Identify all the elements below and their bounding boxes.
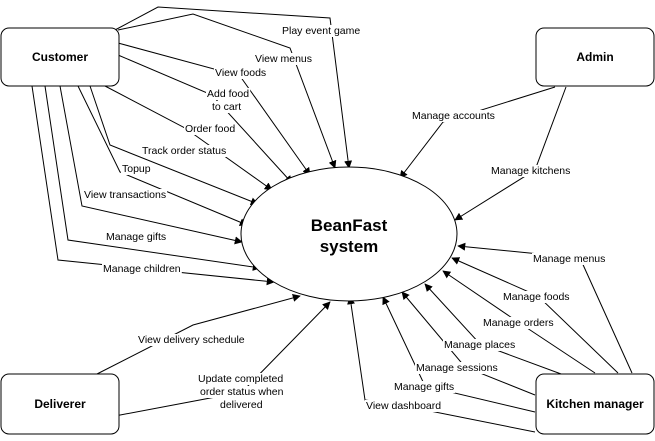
system-label-line2: system <box>320 237 379 256</box>
edge-manage-gifts-customer <box>44 85 261 271</box>
label-background <box>415 362 499 374</box>
label-view-dashboard: View dashboard <box>366 400 441 412</box>
edge-manage-menus <box>457 242 633 374</box>
system-node: BeanFast system <box>240 166 458 302</box>
actor-customer: Customer <box>0 27 120 87</box>
label-manage-foods: Manage foods <box>503 291 570 303</box>
label-background <box>482 317 555 329</box>
label-background <box>197 373 285 385</box>
label-topup: Topup <box>122 163 151 175</box>
edge-manage-foods <box>451 257 619 374</box>
label-view-menus: View menus <box>255 53 312 65</box>
label-background <box>254 53 314 65</box>
label-background <box>393 381 456 393</box>
label-manage-accounts: Manage accounts <box>412 110 495 122</box>
label-background <box>121 163 152 175</box>
edge-view-delivery-schedule <box>94 294 301 376</box>
label-background <box>219 399 264 411</box>
label-play-event-game: Play event game <box>282 25 360 37</box>
label-background <box>532 253 607 265</box>
label-update-order-2: order status when <box>200 386 284 398</box>
edge-topup <box>77 85 248 226</box>
actor-kitchen-manager: Kitchen manager <box>535 373 655 435</box>
label-background <box>102 263 182 275</box>
label-background <box>214 67 268 79</box>
label-update-order-3: delivered <box>220 399 263 411</box>
label-background <box>281 25 362 37</box>
actor-deliverer: Deliverer <box>0 373 120 435</box>
actor-admin-label: Admin <box>576 50 613 64</box>
label-view-foods: View foods <box>215 67 266 79</box>
actor-customer-label: Customer <box>32 50 88 64</box>
label-manage-gifts-customer: Manage gifts <box>106 231 166 243</box>
edge-view-menus <box>117 13 337 169</box>
label-background <box>199 386 285 398</box>
edge-manage-children <box>31 85 275 286</box>
actor-admin: Admin <box>535 27 655 87</box>
label-background <box>490 165 572 177</box>
label-background <box>443 339 517 351</box>
label-add-food-2: to cart <box>212 101 241 113</box>
label-update-order-1: Update completed <box>198 373 283 385</box>
label-manage-orders: Manage orders <box>483 317 554 329</box>
edge-labels: Play event game View menus View foods Ad… <box>83 25 607 412</box>
label-background <box>137 334 246 346</box>
label-background <box>411 110 496 122</box>
edge-play-event-game <box>114 6 353 169</box>
label-background <box>184 123 237 135</box>
system-label-line1: BeanFast <box>311 216 388 235</box>
label-background <box>365 400 443 412</box>
label-manage-children: Manage children <box>103 263 181 275</box>
label-background <box>83 189 168 201</box>
actor-deliverer-label: Deliverer <box>34 397 86 411</box>
label-background <box>502 291 571 303</box>
edge-manage-gifts-kitchen <box>382 296 536 413</box>
label-background <box>141 145 228 157</box>
edge-manage-kitchens <box>454 86 567 221</box>
label-view-delivery-schedule: View delivery schedule <box>138 334 245 346</box>
label-background <box>105 231 168 243</box>
label-add-food-1: Add food <box>207 88 249 100</box>
label-view-transactions: View transactions <box>84 189 166 201</box>
label-manage-menus: Manage menus <box>533 253 605 265</box>
label-order-food: Order food <box>185 123 235 135</box>
label-track-order-status: Track order status <box>142 145 226 157</box>
label-manage-sessions: Manage sessions <box>416 362 498 374</box>
label-manage-gifts-kitchen: Manage gifts <box>394 381 454 393</box>
actor-kitchen-manager-label: Kitchen manager <box>546 397 644 411</box>
label-background <box>206 88 251 100</box>
label-background <box>211 101 243 113</box>
edge-track-order <box>89 85 259 206</box>
label-manage-places: Manage places <box>444 339 515 351</box>
label-manage-kitchens: Manage kitchens <box>491 165 570 177</box>
edge-view-transactions <box>59 85 243 245</box>
